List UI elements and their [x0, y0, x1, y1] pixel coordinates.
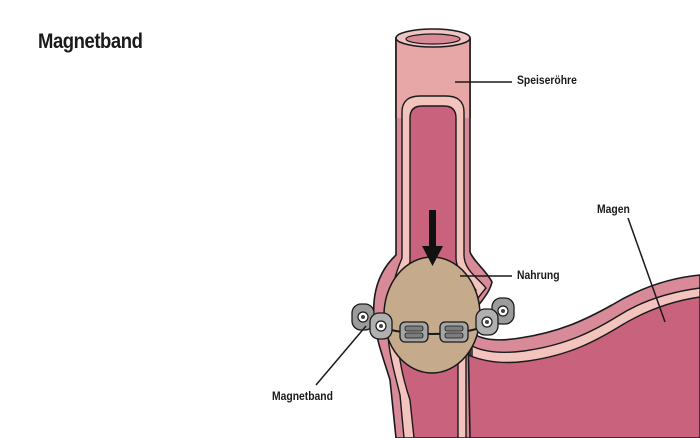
leader-band [315, 325, 367, 386]
magnet-bead-left-2 [369, 312, 393, 340]
leader-stomach [627, 217, 666, 323]
label-esophagus: Speiseröhre [517, 75, 577, 87]
label-food: Nahrung [517, 270, 560, 282]
magnet-bead-front-1 [399, 321, 429, 343]
magnetic-band [351, 297, 515, 343]
down-arrow-icon [422, 210, 443, 266]
food-bolus [383, 256, 481, 374]
stomach-cavity [429, 296, 700, 438]
label-stomach: Magen [597, 204, 630, 216]
magnet-bead-front-2 [439, 321, 469, 343]
magnet-bead-right-2 [475, 308, 499, 336]
label-band: Magnetband [272, 391, 333, 403]
page-title: Magnetband [38, 30, 143, 53]
